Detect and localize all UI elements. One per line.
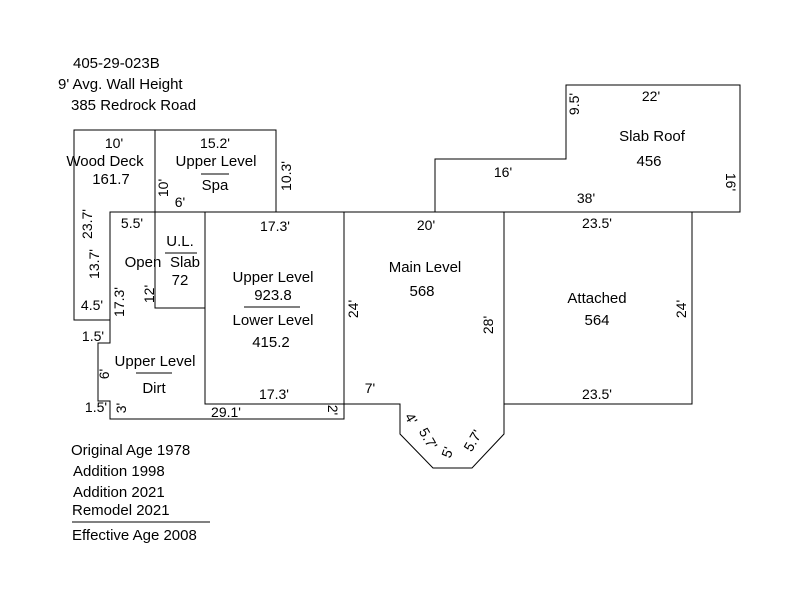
dim-spa-right: 10.3' xyxy=(278,161,294,191)
dim-deck-bottom: 4.5' xyxy=(81,297,103,313)
dim-attached-bottom: 23.5' xyxy=(582,386,612,402)
slab-roof-outline xyxy=(434,84,741,213)
dim-deck-left-lower: 13.7' xyxy=(86,249,102,279)
dim-notch: 1.5' xyxy=(82,328,104,344)
dim-main-top: 20' xyxy=(417,217,435,233)
dim-spa-bottom: 6' xyxy=(175,194,185,210)
dim-spa-top: 15.2' xyxy=(200,135,230,151)
upper-lower-outline xyxy=(205,211,345,404)
dim-bay-b: 5.7' xyxy=(416,425,441,452)
dim-attached-top: 23.5' xyxy=(582,215,612,231)
dim-bottom-right-small: 2' xyxy=(325,405,341,415)
lower-level-label: Lower Level xyxy=(233,312,314,329)
dim-roof-left: 16' xyxy=(494,164,512,180)
ul-slab-outline xyxy=(154,212,205,309)
dirt-outline xyxy=(97,211,345,420)
remodel-2021: Remodel 2021 xyxy=(72,502,170,519)
dim-deck-left: 23.7' xyxy=(79,209,95,239)
slab-area: 72 xyxy=(172,272,189,289)
dim-upper-top: 17.3' xyxy=(260,218,290,234)
dirt-sub-label: Dirt xyxy=(142,380,166,397)
dim-main-right: 28' xyxy=(480,316,496,334)
slab-roof-label: Slab Roof xyxy=(619,128,686,145)
upper-level-area: 923.8 xyxy=(254,287,292,304)
dim-slab-left: 12' xyxy=(141,285,157,303)
dim-bottom-long: 29.1' xyxy=(211,404,241,420)
main-level-area: 568 xyxy=(409,283,434,300)
original-age: Original Age 1978 xyxy=(71,442,190,459)
dim-roof-right: 16' xyxy=(723,173,739,191)
open-label: Open xyxy=(125,254,162,271)
dim-deck-top: 10' xyxy=(105,135,123,151)
addition-1998: Addition 1998 xyxy=(73,463,165,480)
dim-upper-bottom: 17.3' xyxy=(259,386,289,402)
address: 385 Redrock Road xyxy=(71,97,196,114)
parcel-id: 405-29-023B xyxy=(73,55,160,72)
attached-outline xyxy=(504,211,693,405)
dim-attached-right: 24' xyxy=(673,300,689,318)
dim-open-top: 5.5' xyxy=(121,215,143,231)
slab-label: Slab xyxy=(170,254,200,271)
dim-spa-left: 10' xyxy=(155,179,171,197)
dim-open-left: 17.3' xyxy=(111,287,127,317)
dim-bay-c: 5' xyxy=(438,445,457,460)
dim-dirt-left: 6' xyxy=(96,369,112,379)
dim-main-left-bottom: 7' xyxy=(365,380,375,396)
wood-deck-label: Wood Deck xyxy=(66,153,144,170)
spa-sub-label: Spa xyxy=(202,177,229,194)
wood-deck-area: 161.7 xyxy=(92,171,130,188)
attached-area: 564 xyxy=(584,312,609,329)
dim-roof-top: 22' xyxy=(642,88,660,104)
addition-2021: Addition 2021 xyxy=(73,484,165,501)
wall-height-note: 9' Avg. Wall Height xyxy=(58,76,183,93)
dim-roof-bottom: 38' xyxy=(577,190,595,206)
dirt-label: Upper Level xyxy=(115,353,196,370)
effective-age: Effective Age 2008 xyxy=(72,527,197,544)
wood-deck-outline xyxy=(73,129,155,321)
ul-label: U.L. xyxy=(166,233,194,250)
dim-dirt-notch: 1.5' xyxy=(85,399,107,415)
dim-roof-left-small: 9.5' xyxy=(566,93,582,115)
main-level-label: Main Level xyxy=(389,259,462,276)
main-level-outline xyxy=(344,211,505,469)
dim-dirt-left-small: 3' xyxy=(113,403,129,413)
upper-level-label: Upper Level xyxy=(233,269,314,286)
dim-upper-right: 24' xyxy=(345,300,361,318)
attached-label: Attached xyxy=(567,290,626,307)
slab-roof-area: 456 xyxy=(636,153,661,170)
dim-bay-a: 4' xyxy=(402,410,421,427)
lower-level-area: 415.2 xyxy=(252,334,290,351)
spa-label: Upper Level xyxy=(176,153,257,170)
dim-bay-d: 5.7' xyxy=(460,427,485,454)
